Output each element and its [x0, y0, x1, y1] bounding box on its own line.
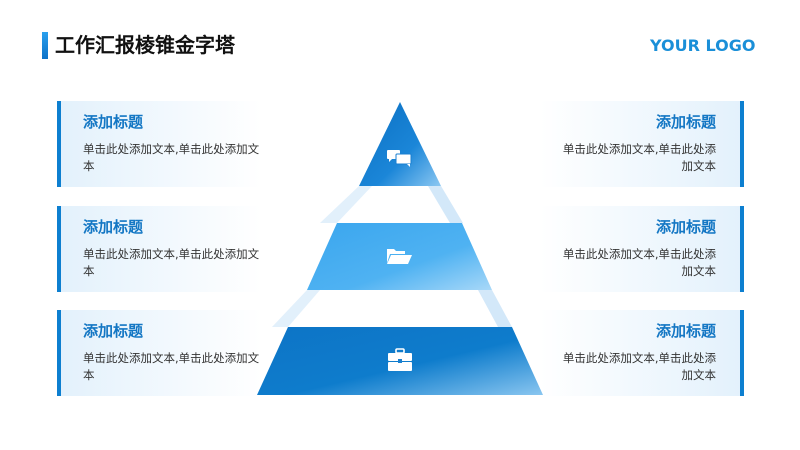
folder-icon	[387, 249, 412, 264]
right-card-1[interactable]: 添加标题单击此处添加文本,单击此处添加文本	[540, 101, 744, 187]
card-heading: 添加标题	[655, 113, 716, 131]
briefcase-icon	[388, 348, 412, 371]
card-body: 单击此处添加文本,单击此处添加文本	[562, 351, 716, 382]
page-title: 工作汇报棱锥金字塔	[55, 33, 235, 57]
chat-bubbles-icon	[387, 150, 412, 167]
left-card-2[interactable]: 添加标题单击此处添加文本,单击此处添加文本	[57, 206, 261, 292]
card-heading: 添加标题	[83, 113, 144, 131]
card-body: 单击此处添加文本,单击此处添加文本	[83, 351, 260, 382]
left-card-1[interactable]: 添加标题单击此处添加文本,单击此处添加文本	[57, 101, 261, 187]
pyramid-connector	[478, 290, 512, 327]
card-heading: 添加标题	[655, 218, 716, 236]
card-heading: 添加标题	[83, 218, 144, 236]
pyramid-connector	[272, 290, 320, 327]
card-body: 单击此处添加文本,单击此处添加文本	[562, 247, 716, 278]
card-heading: 添加标题	[83, 322, 144, 340]
pyramid-level-top	[359, 102, 441, 186]
logo: YOUR LOGO	[650, 36, 756, 55]
card-body: 单击此处添加文本,单击此处添加文本	[562, 142, 716, 173]
card-body: 单击此处添加文本,单击此处添加文本	[83, 247, 260, 278]
right-card-3[interactable]: 添加标题单击此处添加文本,单击此处添加文本	[540, 310, 744, 396]
right-card-2[interactable]: 添加标题单击此处添加文本,单击此处添加文本	[540, 206, 744, 292]
pyramid-connector	[320, 186, 372, 223]
card-heading: 添加标题	[655, 322, 716, 340]
pyramid-connector	[428, 186, 463, 223]
left-card-3[interactable]: 添加标题单击此处添加文本,单击此处添加文本	[57, 310, 261, 396]
title-accent-bar	[42, 32, 48, 59]
card-body: 单击此处添加文本,单击此处添加文本	[83, 142, 260, 173]
